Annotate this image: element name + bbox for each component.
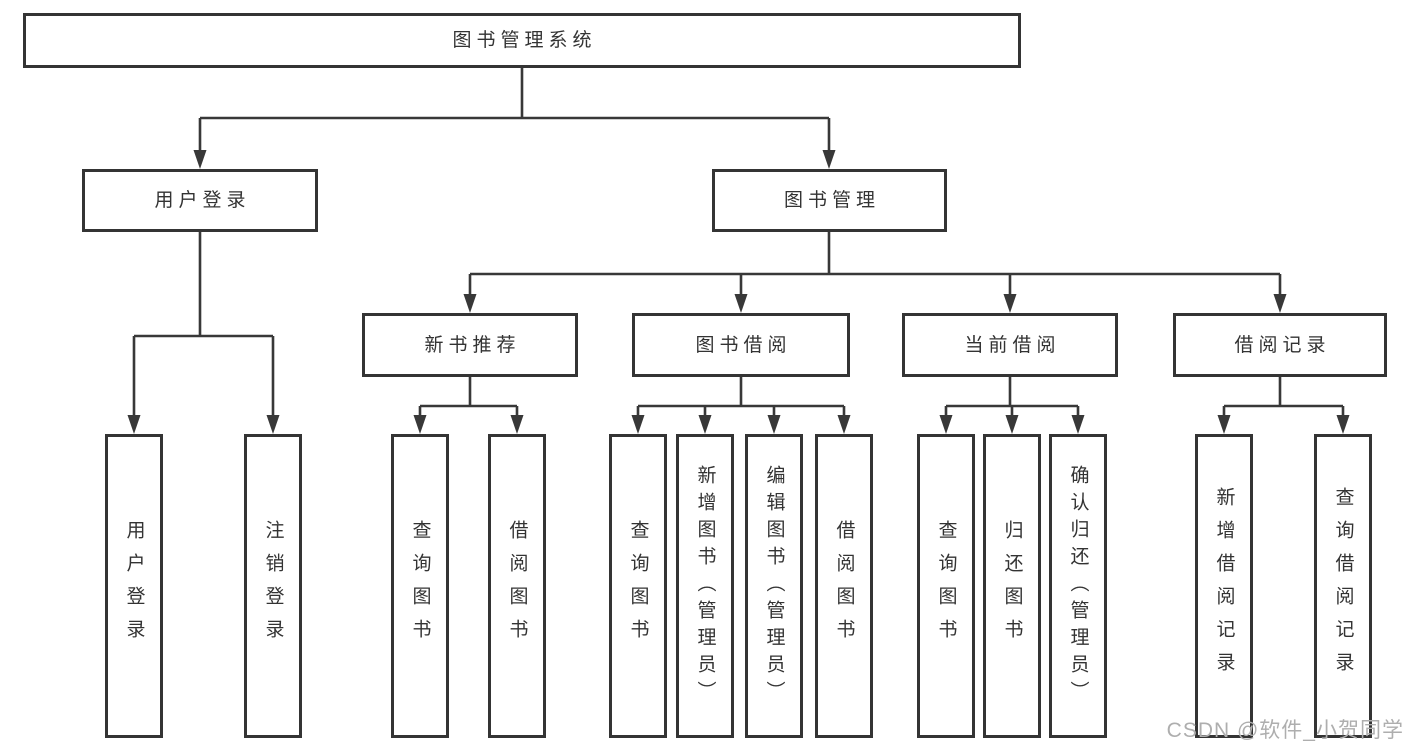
node-root: 图书管理系统	[23, 13, 1021, 68]
node-query-books-current: 查询图书	[917, 434, 975, 738]
node-label: 编辑图书（管理员）	[763, 464, 785, 708]
node-borrowing-records: 借阅记录	[1173, 313, 1387, 377]
node-borrow-books-borrowing: 借阅图书	[815, 434, 873, 738]
node-label: 新增借阅记录	[1213, 487, 1235, 685]
node-edit-books-admin: 编辑图书（管理员）	[745, 434, 803, 738]
node-query-books-borrowing: 查询图书	[609, 434, 667, 738]
node-logout: 注销登录	[244, 434, 302, 738]
node-label: 查询图书	[627, 520, 649, 652]
node-label: 借阅图书	[833, 520, 855, 652]
node-user-login-leaf: 用户登录	[105, 434, 163, 738]
node-label: 确认归还（管理员）	[1067, 464, 1089, 708]
node-current-borrowing: 当前借阅	[902, 313, 1118, 377]
node-label: 查询借阅记录	[1332, 487, 1354, 685]
node-query-borrow-record: 查询借阅记录	[1314, 434, 1372, 738]
node-confirm-return-admin: 确认归还（管理员）	[1049, 434, 1107, 738]
node-label: 借阅图书	[506, 520, 528, 652]
node-book-borrowing: 图书借阅	[632, 313, 850, 377]
node-label: 查询图书	[935, 520, 957, 652]
node-label: 归还图书	[1001, 520, 1023, 652]
node-label: 查询图书	[409, 520, 431, 652]
node-query-books-recommend: 查询图书	[391, 434, 449, 738]
node-add-books-admin: 新增图书（管理员）	[676, 434, 734, 738]
watermark: CSDN @软件_小贺同学	[1166, 719, 1404, 742]
node-label: 用户登录	[123, 520, 145, 652]
node-book-management: 图书管理	[712, 169, 947, 232]
node-add-borrow-record: 新增借阅记录	[1195, 434, 1253, 738]
node-label: 新增图书（管理员）	[694, 464, 716, 708]
node-label: 注销登录	[262, 520, 284, 652]
node-new-book-recommendation: 新书推荐	[362, 313, 578, 377]
node-return-books: 归还图书	[983, 434, 1041, 738]
node-user-login: 用户登录	[82, 169, 318, 232]
node-borrow-books-recommend: 借阅图书	[488, 434, 546, 738]
